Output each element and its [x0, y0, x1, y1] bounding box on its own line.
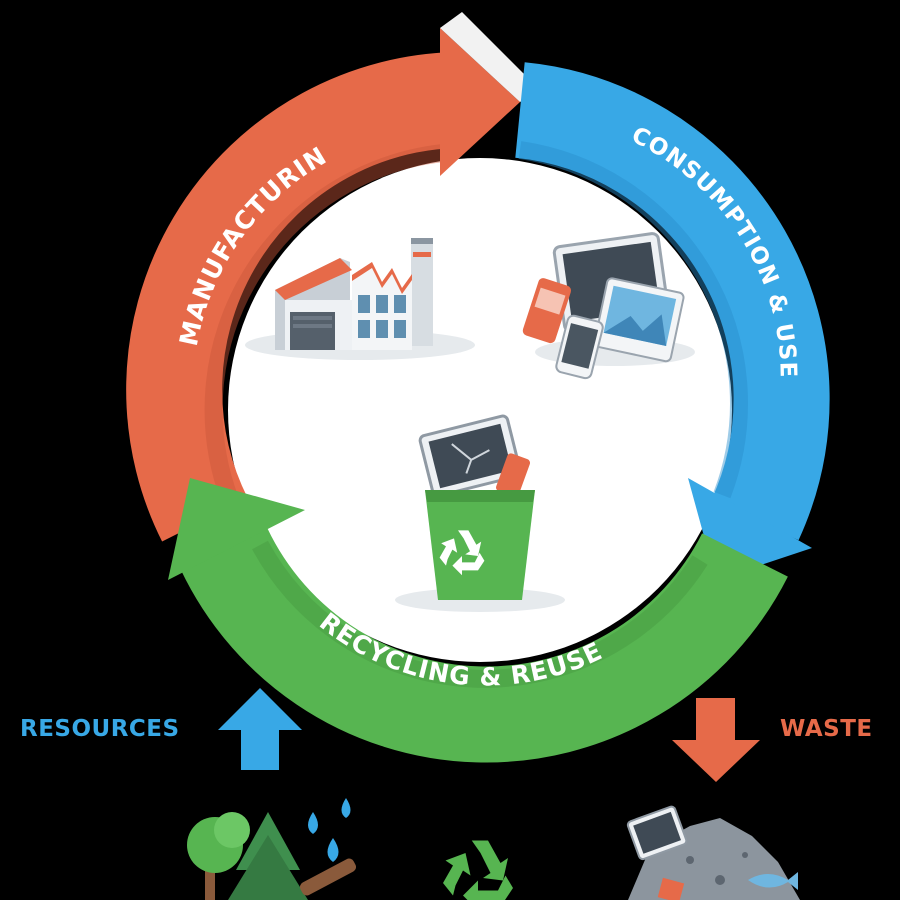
waste-label: WASTE	[780, 716, 873, 742]
down-arrow-icon	[672, 698, 760, 782]
trees-water-icon	[187, 798, 357, 900]
recycling-arrow	[168, 478, 788, 763]
devices-icon	[522, 232, 695, 380]
up-arrow-icon	[218, 688, 302, 770]
resources-label: RESOURCES	[20, 716, 180, 742]
recycle-symbol-icon	[443, 840, 513, 900]
recycle-bin-icon	[395, 414, 565, 612]
waste-pile-icon	[626, 805, 800, 900]
factory-icon	[245, 238, 475, 360]
manufacturing-arrow	[126, 12, 540, 542]
